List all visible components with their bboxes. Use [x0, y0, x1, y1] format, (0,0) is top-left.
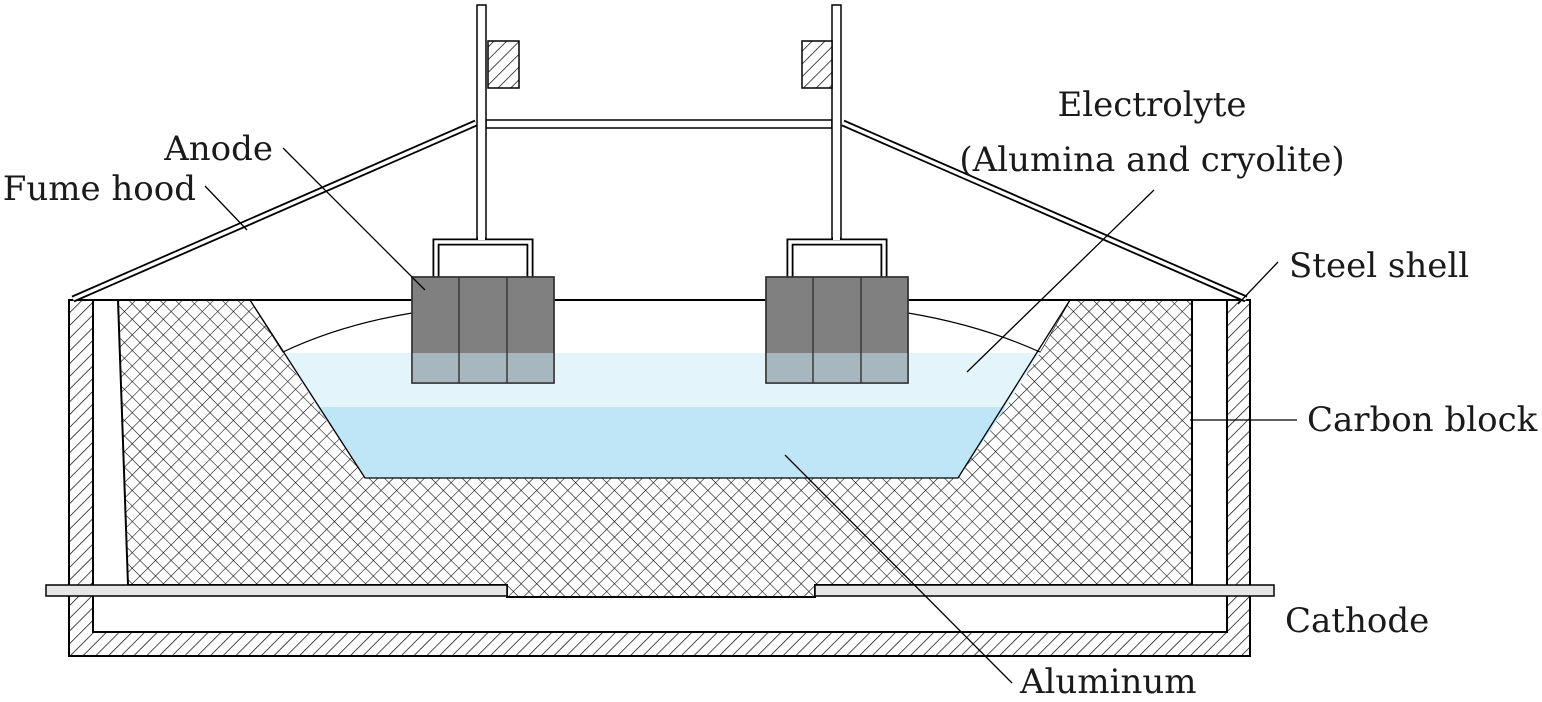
- anode-rods: [476, 4, 842, 239]
- anode-yokes: [432, 226, 888, 277]
- bath-surface-left: [282, 312, 413, 353]
- leader-anode: [282, 147, 426, 291]
- cathode-bar-right: [814, 584, 1275, 597]
- label-electrolyte-detail: (Alumina and cryolite): [959, 140, 1344, 180]
- fume-hood: [71, 119, 1248, 303]
- leader-lines: [204, 147, 1297, 684]
- label-anode: Anode: [163, 129, 273, 169]
- cathode-bar-left: [45, 584, 508, 597]
- leader-electrolyte: [966, 189, 1155, 373]
- leader-steel-shell: [1237, 261, 1279, 305]
- leader-aluminum: [784, 454, 1013, 684]
- label-carbon-block: Carbon block: [1307, 400, 1538, 440]
- leader-fume-hood: [204, 185, 248, 231]
- label-cathode: Cathode: [1285, 601, 1429, 641]
- anode-block-left: [411, 276, 555, 384]
- label-aluminum: Aluminum: [1019, 662, 1196, 702]
- aluminum-layer: [317, 407, 1006, 478]
- anode-block-right: [765, 276, 909, 384]
- electrolyte-layer: [283, 353, 1040, 407]
- label-fume-hood: Fume hood: [3, 169, 196, 209]
- cavity-outline: [249, 299, 1071, 479]
- bath-surface-right: [907, 312, 1041, 353]
- label-electrolyte: Electrolyte: [1057, 85, 1246, 125]
- label-steel-shell: Steel shell: [1289, 246, 1469, 286]
